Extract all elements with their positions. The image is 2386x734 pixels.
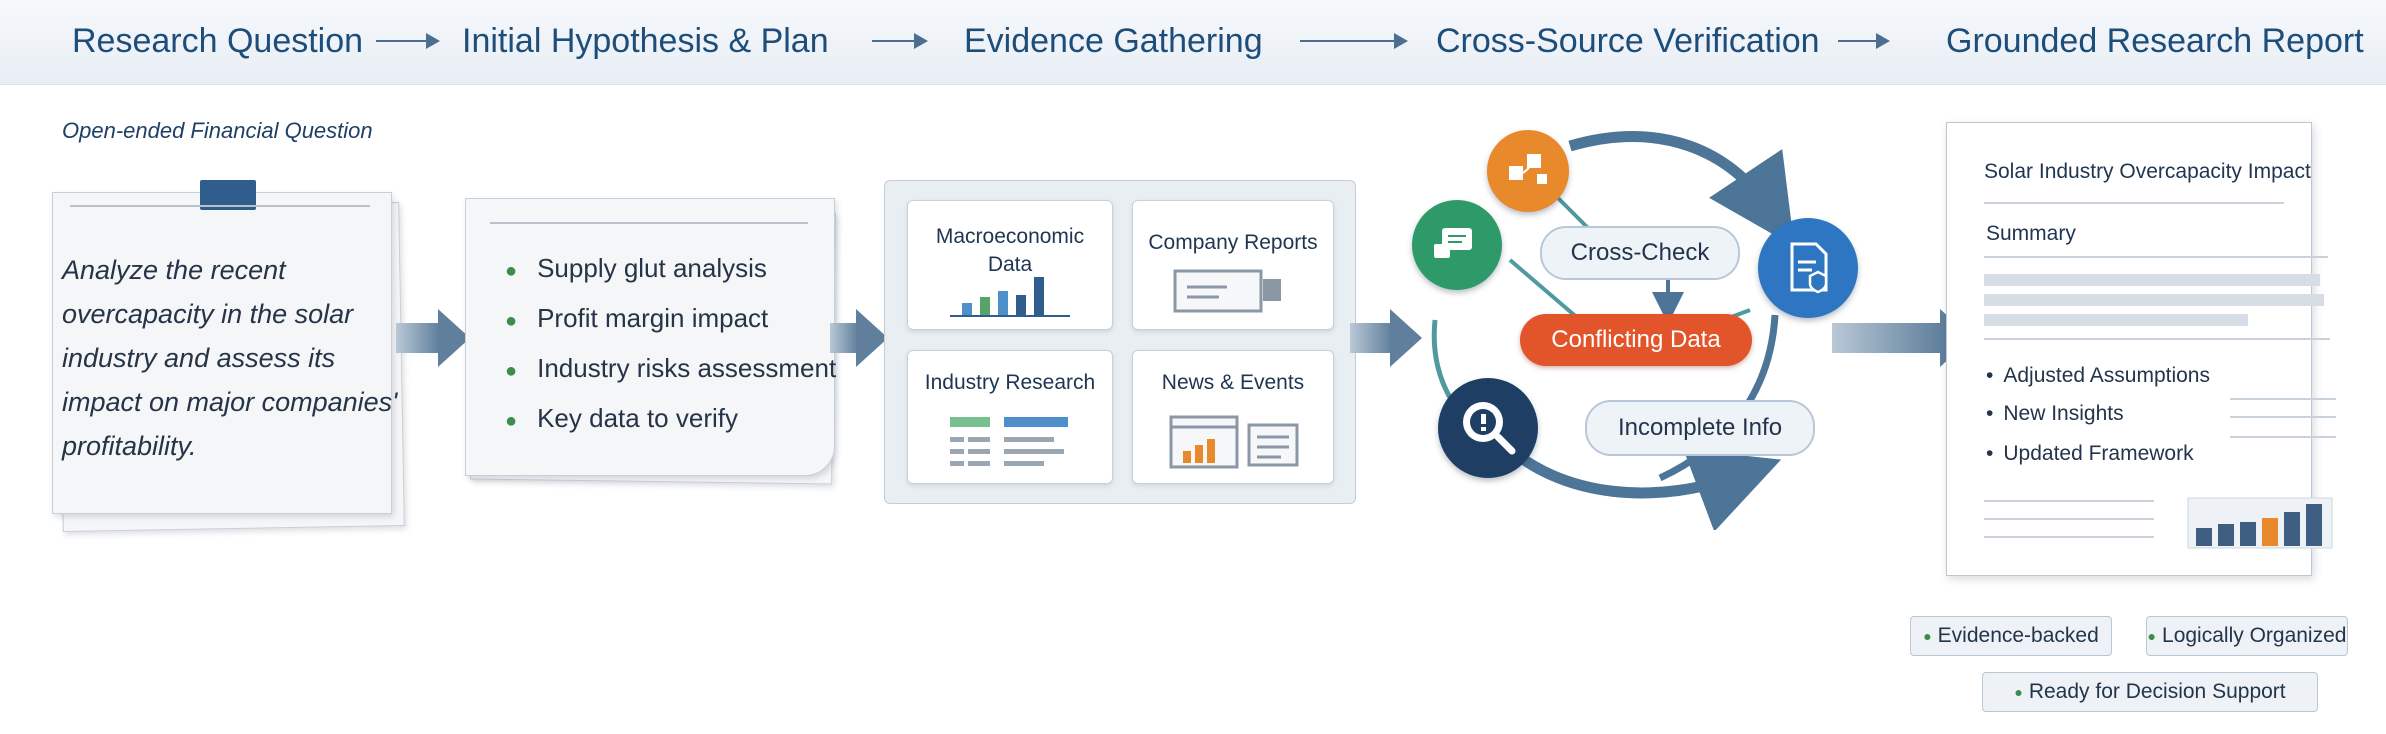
- plan-list: ●Supply glut analysis ●Profit margin imp…: [505, 243, 836, 443]
- bullet-icon: ●: [2014, 684, 2023, 701]
- report-rule: [2230, 398, 2336, 400]
- workflow-icon: [1487, 130, 1569, 212]
- tag-logically-organized: ●Logically Organized: [2146, 616, 2348, 656]
- chat-icon: [1412, 200, 1502, 290]
- report-rule: [1984, 500, 2154, 502]
- stage-arrow: [872, 33, 928, 49]
- report-text-line: [1984, 294, 2324, 306]
- report-text-line: [1984, 274, 2320, 286]
- tag-decision-support: ●Ready for Decision Support: [1982, 672, 2318, 712]
- report-rule: [2230, 436, 2336, 438]
- bullet-icon: ●: [1923, 628, 1932, 645]
- incomplete-info-label: Incomplete Info: [1585, 400, 1815, 456]
- stage-evidence-gathering: Evidence Gathering: [964, 22, 1263, 60]
- bullet-icon: ●: [505, 410, 518, 432]
- report-rule: [1984, 536, 2154, 538]
- browser-chart-icon: [1169, 415, 1299, 469]
- conflicting-data-label: Conflicting Data: [1520, 314, 1752, 366]
- evidence-card-company: Company Reports: [1132, 200, 1334, 330]
- bullet-icon: ●: [505, 360, 518, 382]
- stage-arrow: [1300, 33, 1408, 49]
- evidence-card-industry: Industry Research: [907, 350, 1113, 484]
- note-rule: [490, 222, 808, 224]
- evidence-card-macro: Macroeconomic Data: [907, 200, 1113, 330]
- flow-arrow: [1832, 309, 1972, 367]
- stage-hypothesis-plan: Initial Hypothesis & Plan: [462, 22, 829, 60]
- report-bullet: •Adjusted Assumptions: [1986, 364, 2210, 387]
- cross-check-label: Cross-Check: [1540, 226, 1740, 280]
- question-caption: Open-ended Financial Question: [62, 118, 373, 143]
- tag-evidence-backed: ●Evidence-backed: [1910, 616, 2112, 656]
- bar-chart-icon: [950, 277, 1070, 317]
- report-rule: [1984, 256, 2328, 258]
- stage-grounded-report: Grounded Research Report: [1946, 22, 2364, 60]
- bullet-icon: ●: [505, 260, 518, 282]
- plan-item: ●Profit margin impact: [505, 303, 769, 333]
- flow-arrow: [1350, 309, 1422, 367]
- bullet-icon: ●: [2147, 628, 2157, 645]
- report-summary-label: Summary: [1986, 222, 2076, 245]
- report-bullet: •Updated Framework: [1986, 442, 2194, 465]
- stage-header: Research Question Initial Hypothesis & P…: [0, 0, 2386, 85]
- report-text-line: [1984, 314, 2248, 326]
- report-rule: [2230, 416, 2336, 418]
- report-rule: [1984, 202, 2284, 204]
- plan-note: [465, 198, 835, 476]
- stage-research-question: Research Question: [72, 22, 364, 60]
- report-rule: [1984, 338, 2330, 340]
- flow-arrow: [396, 309, 470, 367]
- note-rule: [70, 205, 370, 207]
- stage-arrow: [1838, 33, 1890, 49]
- stage-cross-source-verification: Cross-Source Verification: [1436, 22, 1820, 60]
- plan-item: ●Industry risks assessment: [505, 353, 837, 383]
- question-text: Analyze the recent overcapacity in the s…: [62, 255, 398, 461]
- bullet-icon: ●: [505, 310, 518, 332]
- report-rule: [1984, 518, 2154, 520]
- flow-arrow: [830, 309, 888, 367]
- evidence-card-news: News & Events: [1132, 350, 1334, 484]
- magnifier-icon: [1438, 378, 1538, 478]
- report-title: Solar Industry Overcapacity Impact: [1984, 160, 2311, 183]
- report-bar-chart-icon: [2187, 497, 2333, 549]
- table-icon: [950, 417, 1068, 466]
- plan-item: ●Key data to verify: [505, 403, 738, 433]
- plan-item: ●Supply glut analysis: [505, 253, 767, 283]
- report-bullet: •New Insights: [1986, 402, 2124, 425]
- question-note: [52, 192, 392, 514]
- stage-arrow: [376, 33, 440, 49]
- verified-document-icon: [1758, 218, 1858, 318]
- document-icon: [1173, 269, 1281, 313]
